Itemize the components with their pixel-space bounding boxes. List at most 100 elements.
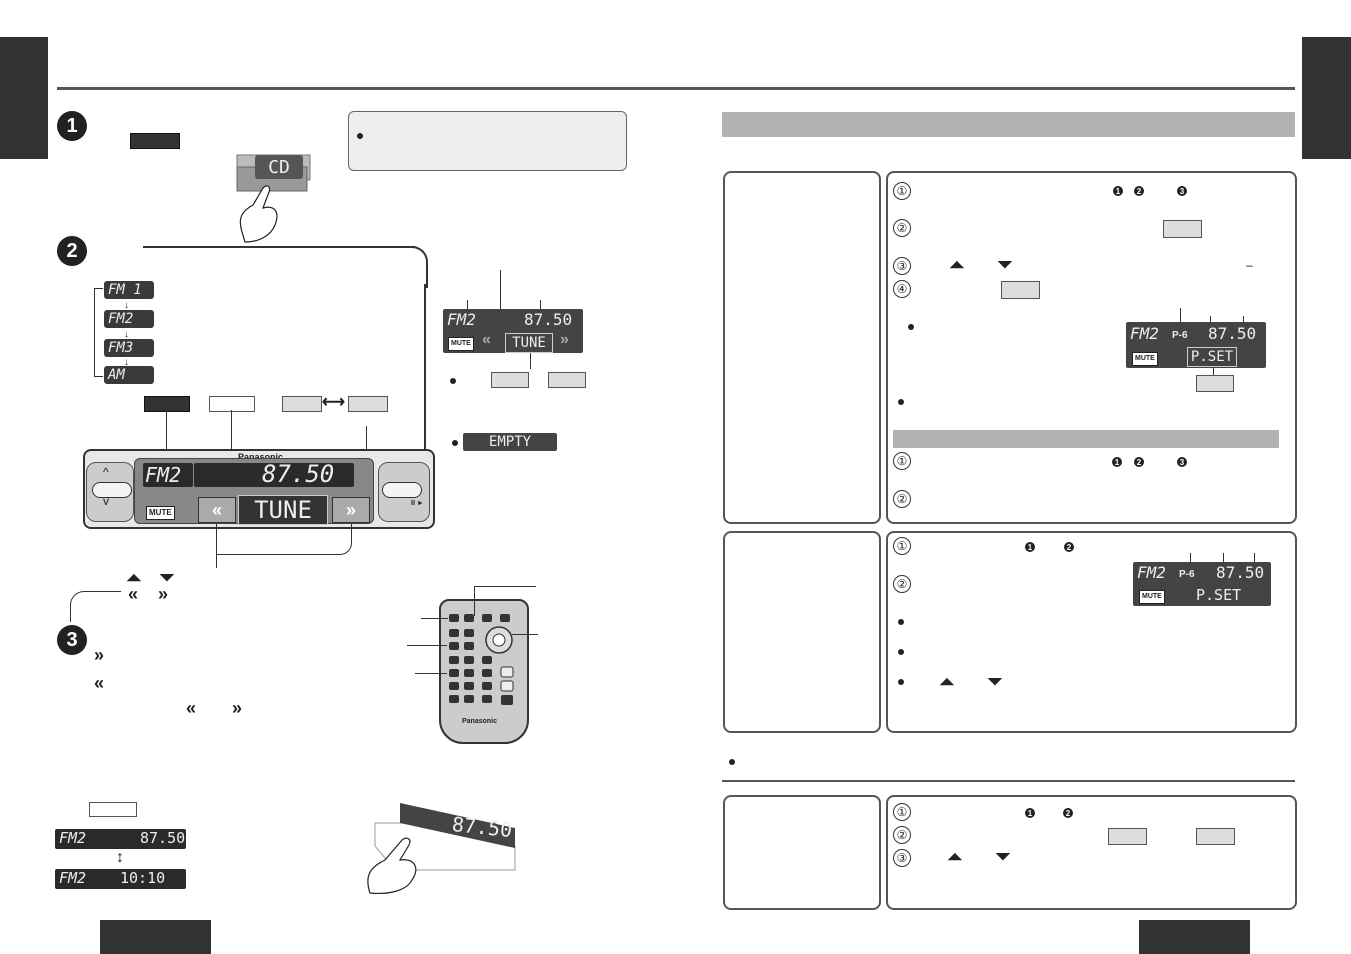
main-frequency: 87.50: [262, 460, 335, 488]
preset1-ch: P-6: [1172, 330, 1188, 341]
band-am: AM: [104, 366, 154, 384]
small-display-band: FM2: [447, 310, 476, 329]
clock-frequency: 87.50: [140, 829, 186, 847]
empty-badge: EMPTY: [463, 433, 557, 451]
head-unit-brand: Panasonic: [238, 452, 284, 462]
volume-up-icon[interactable]: ^: [103, 465, 109, 479]
seek-up-icon: »: [94, 645, 105, 665]
small-display-left-chev: «: [482, 331, 491, 348]
band-arrow-3: ↓: [124, 357, 129, 368]
p1-dash: –: [1246, 258, 1253, 272]
band-loop-line: [94, 288, 103, 377]
preset2-ch: P-6: [1179, 569, 1195, 580]
preset2-mode: P.SET: [1196, 586, 1242, 604]
p1-step-3: ③: [893, 257, 911, 275]
step-2-connector-curve: [400, 246, 428, 288]
preset1-frequency: 87.50: [1208, 324, 1257, 343]
p3-down-icon: ◥◤: [996, 851, 1010, 861]
volume-down-icon[interactable]: v: [103, 494, 109, 508]
band-arrow-2: ↓: [124, 329, 129, 340]
main-mute-label: MUTE: [146, 506, 175, 520]
p2-ref-2: 2: [1064, 542, 1074, 552]
p2-step-1: ①: [893, 537, 911, 555]
p1b-step-2: ②: [893, 490, 911, 508]
p1-step-2: ②: [893, 219, 911, 237]
down-chevron-icon: ◥◤: [160, 572, 174, 582]
p3-step-2: ②: [893, 826, 911, 844]
p1b-ref-1: 1: [1112, 457, 1122, 467]
p2-pointer-a: [1190, 553, 1191, 563]
small-btn-a[interactable]: [491, 372, 529, 388]
p1-button-b[interactable]: [1001, 281, 1040, 299]
p2-pointer-c: [1254, 553, 1255, 563]
right-page-number-tab: [1139, 920, 1250, 954]
panel-2-content-box: [886, 531, 1297, 733]
pointer-tune: [366, 426, 367, 466]
band-button[interactable]: [144, 396, 190, 412]
p1-step-4: ④: [893, 280, 911, 298]
p1-down-icon: ◥◤: [998, 259, 1012, 269]
small-display-mute: MUTE: [448, 337, 474, 351]
remote-pointer-top-v: [474, 586, 475, 616]
p3-ref-2: 2: [1063, 808, 1073, 818]
pointer-disp: [231, 410, 232, 465]
main-tune-left[interactable]: «: [198, 497, 236, 523]
p2-pointer-b: [1223, 553, 1224, 563]
p1-ref-1: 1: [1113, 186, 1123, 196]
p1-step-1: ①: [893, 182, 911, 200]
remote-pointer-l3: [415, 673, 447, 674]
step-3-connector: [70, 591, 121, 622]
p1-up-icon: ◢◣: [950, 259, 964, 269]
tune-bracket: [216, 524, 352, 555]
right-mid-rule: [722, 780, 1295, 782]
seek-down-icon: «: [94, 673, 105, 693]
small-btn-b[interactable]: [548, 372, 586, 388]
disp-button[interactable]: [209, 396, 255, 412]
p1-pointer-a: [1180, 308, 1181, 324]
small-bullet-1: [450, 378, 456, 384]
tune-down-button[interactable]: [348, 396, 388, 412]
p2-down-icon: ◥◤: [988, 676, 1002, 686]
clock-display-freq: [55, 829, 186, 849]
small-display-pointer-mode: [530, 353, 531, 369]
p3-ref-1: 1: [1025, 808, 1035, 818]
remote-pointer-r: [512, 634, 538, 635]
top-rule: [57, 87, 1295, 90]
p3-step-3: ③: [893, 849, 911, 867]
clock-time: 10:10: [120, 869, 166, 887]
p2-ref-1: 1: [1025, 542, 1035, 552]
left-page-tab: [0, 37, 48, 159]
tune-up-button[interactable]: [282, 396, 322, 412]
remote-pointer-l2: [407, 645, 447, 646]
p1-bullet-1: [908, 324, 914, 330]
knob-left[interactable]: [92, 482, 132, 498]
main-band: FM2: [143, 463, 193, 487]
p1-subheader-bar: [893, 430, 1279, 448]
main-tune-right[interactable]: »: [332, 497, 370, 523]
p3-button-a[interactable]: [1108, 828, 1147, 845]
small-display-frequency: 87.50: [524, 310, 573, 329]
band-fm3: FM3: [104, 339, 154, 357]
knob-right[interactable]: [382, 482, 422, 498]
preset2-band: FM2: [1137, 563, 1166, 582]
remote-brand: Panasonic: [462, 718, 498, 725]
source-button[interactable]: [130, 133, 180, 149]
pause-play-label: II ►: [411, 500, 424, 507]
p3-button-b[interactable]: [1196, 828, 1235, 845]
remote-buttons: [449, 614, 514, 705]
toggle-arrow: ⟷: [322, 394, 345, 411]
p2-step-2: ②: [893, 575, 911, 593]
clock-display-time: [55, 869, 186, 889]
disp-button-2[interactable]: [89, 802, 137, 817]
p1-pointer-mode: [1213, 367, 1214, 375]
step-2-connector-h: [143, 246, 415, 248]
p3-step-1: ①: [893, 803, 911, 821]
right-page-bullet: [729, 759, 735, 765]
step-2-badge: 2: [57, 236, 87, 266]
tune-bracket-stem: [216, 553, 217, 568]
p1-button-c[interactable]: [1196, 375, 1234, 392]
right-page-tab: [1302, 37, 1351, 159]
band-fm2: FM2: [104, 310, 154, 328]
cd-display: CD: [255, 155, 303, 179]
p1-button-a[interactable]: [1163, 220, 1202, 238]
